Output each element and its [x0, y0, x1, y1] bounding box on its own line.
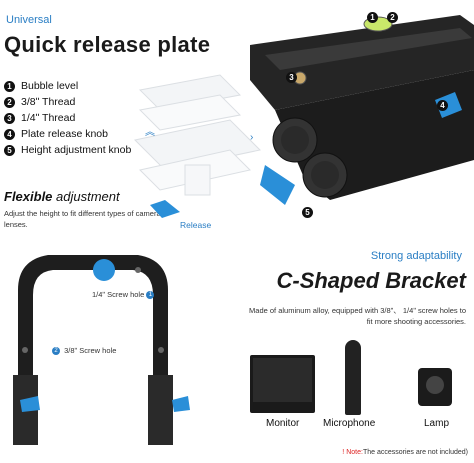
callout-38-num: 2 [52, 347, 60, 356]
callout-14-num: 1 [146, 291, 155, 300]
up-arrow-icon: ︽ [145, 127, 155, 138]
callout-release-knob: 4 [437, 100, 448, 111]
c-bracket-title: C-Shaped Bracket [276, 268, 466, 293]
monitor-image [250, 355, 315, 413]
callout-thread-14: 3 [286, 72, 297, 83]
plate-groove [265, 28, 472, 70]
accessories-note: ! Note:The accessories are not included) [342, 449, 468, 456]
feature-number: 3 [4, 112, 15, 124]
accessory-label-microphone: Microphone [323, 418, 376, 429]
feature-label: 3/8ʺ Thread [21, 96, 76, 108]
feature-label: Height adjustment knob [21, 144, 132, 156]
note-text: The accessories are not included) [362, 449, 468, 456]
feature-number: 5 [4, 144, 15, 156]
callout-38-screw-hole: 2 3/8ʺ Screw hole [52, 346, 117, 356]
plate-release-knob-icon [435, 92, 462, 118]
feature-number: 4 [4, 128, 15, 140]
lamp-image [418, 368, 452, 406]
feature-item: 2 3/8ʺ Thread [4, 96, 75, 108]
callout-38-label: 3/8ʺ Screw hole [64, 346, 117, 355]
page-title: Quick release plate [4, 32, 211, 57]
c-bracket-illustration [13, 255, 190, 445]
feature-label: 1/4ʺ Thread [21, 112, 76, 124]
flexible-title-bold: Flexible [4, 189, 53, 204]
callout-thread-38: 2 [387, 12, 398, 23]
callout-14-label: 1/4ʺ Screw hole [92, 290, 145, 299]
right-arrow-icon: › [250, 132, 253, 143]
accessory-label-monitor: Monitor [266, 418, 300, 429]
top-screw-hole [135, 267, 141, 273]
callout-bubble-level: 1 [367, 12, 378, 23]
feature-number: 1 [4, 80, 15, 92]
side-screw-hole-left [22, 347, 28, 353]
feature-label: Plate release knob [21, 128, 108, 140]
flexible-title-rest: adjustment [52, 189, 120, 204]
feature-item: 5 Height adjustment knob [4, 144, 131, 156]
feature-label: Bubble level [21, 80, 79, 92]
universal-tagline: Universal [6, 14, 52, 26]
callout-14-screw-hole: 1/4ʺ Screw hole 1 [92, 290, 156, 300]
feature-item: 3 1/4ʺ Thread [4, 112, 75, 124]
callout-height-knob: 5 [302, 207, 313, 218]
feature-number: 2 [4, 96, 15, 108]
side-screw-hole-right [158, 347, 164, 353]
top-knob-icon [93, 259, 115, 281]
foot-knob-left-icon [20, 396, 40, 412]
foot-knob-right-icon [172, 396, 190, 412]
release-knob-icon [150, 200, 180, 218]
height-adjustment-knob-icon [260, 165, 295, 205]
note-prefix: Note: [346, 449, 363, 456]
feature-item: 1 Bubble level [4, 80, 78, 92]
c-bracket-description: Made of aluminum alloy, equipped with 3/… [249, 306, 466, 326]
accessory-label-lamp: Lamp [424, 418, 450, 429]
microphone-image [345, 340, 361, 415]
note-marker-icon: ! [342, 449, 345, 456]
exploded-ghost-plates [133, 74, 262, 196]
strong-adaptability-tagline: Strong adaptability [370, 250, 462, 262]
flexible-description: Adjust the height to fit different types… [4, 209, 161, 229]
bracket-foot-right [148, 375, 173, 445]
feature-item: 4 Plate release knob [4, 128, 108, 140]
flexible-title: Flexible adjustment [4, 189, 120, 204]
release-label: Release [180, 220, 212, 230]
quick-release-plate-illustration: ︽ › [133, 15, 474, 218]
